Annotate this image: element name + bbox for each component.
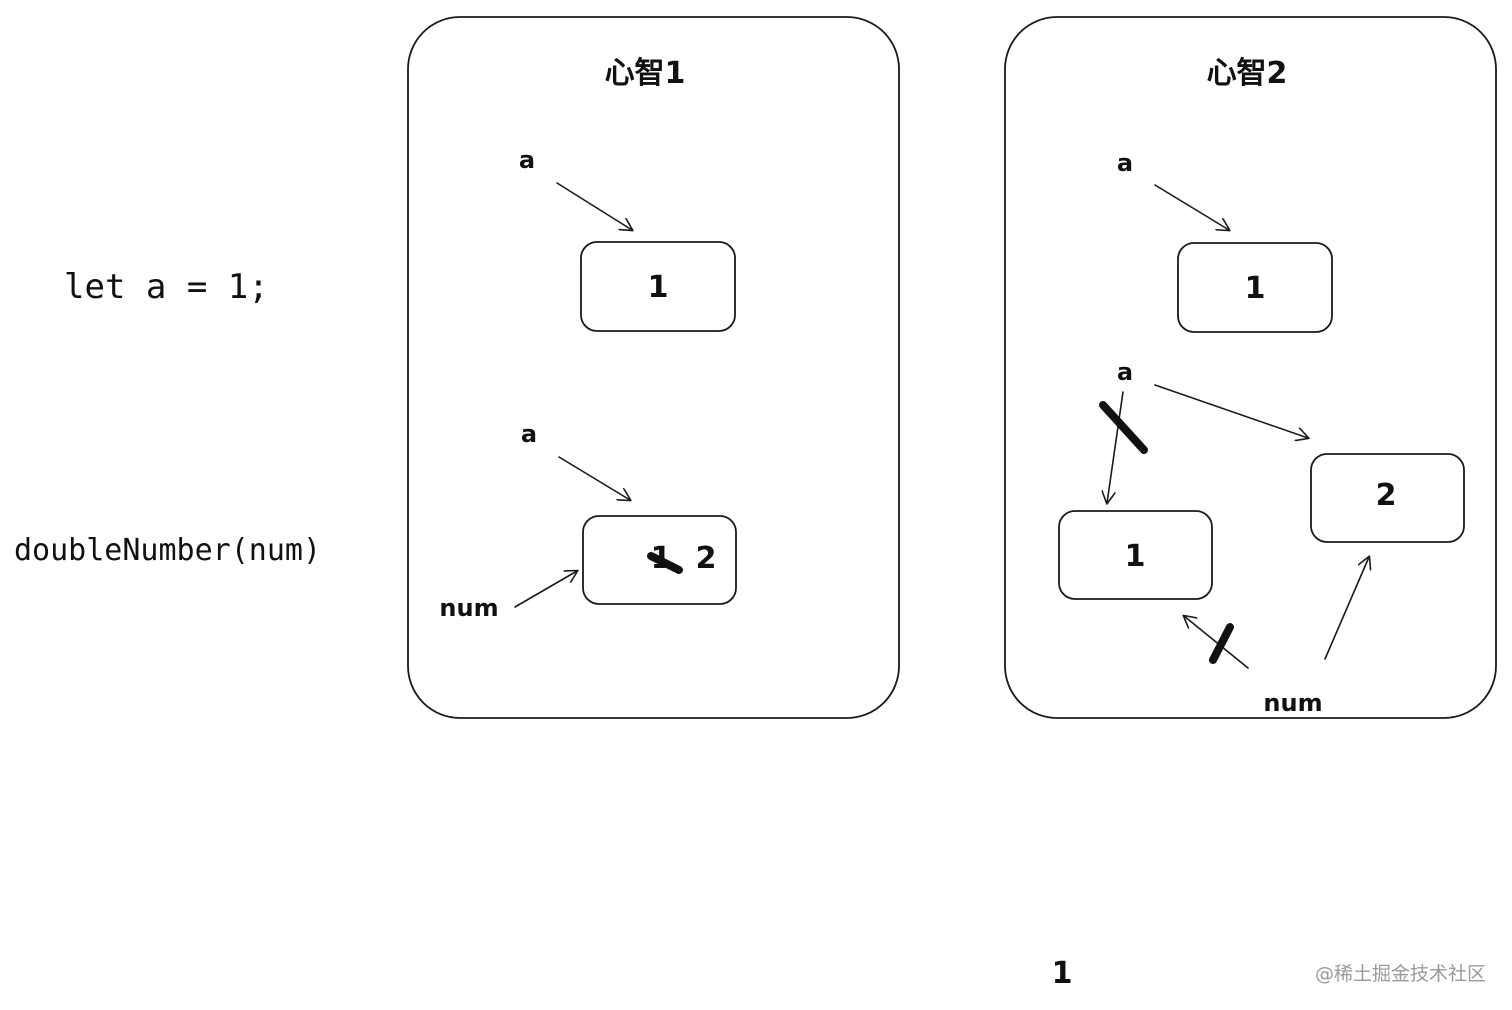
panel-2-arrow-a-to-2 bbox=[1154, 384, 1308, 438]
panel-1-bottom-arrow-num bbox=[514, 571, 577, 608]
panel-2-arrow-num-to-2 bbox=[1324, 557, 1369, 660]
watermark-text: @稀土掘金技术社区 bbox=[1315, 963, 1486, 985]
panel-1-top-box-value: 1 bbox=[648, 270, 669, 305]
panel-1-top-box bbox=[580, 241, 736, 332]
panel-2-top-box bbox=[1177, 242, 1333, 333]
panel-2-title: 心智2 bbox=[1207, 56, 1288, 91]
panel-1-bottom-arrow-a bbox=[558, 456, 630, 500]
panel-2-arrow-a-to-1 bbox=[1107, 391, 1124, 503]
panel-2-right-box-value: 2 bbox=[1376, 478, 1397, 513]
panel-1-bottom-var-label: a bbox=[521, 420, 537, 448]
panel-mind-1: 心智1 a 1 a 1 2 num bbox=[407, 16, 900, 719]
panel-1-bottom-new-value: 2 bbox=[696, 541, 717, 576]
panel-2-top-arrow bbox=[1154, 184, 1229, 230]
panel-2-top-var-label: a bbox=[1117, 149, 1133, 177]
panel-2-cross-a-to-1 bbox=[1099, 401, 1148, 454]
panel-2-right-box bbox=[1310, 453, 1465, 543]
panel-mind-2: 心智2 a 1 a 1 2 num bbox=[1004, 16, 1497, 719]
panel-2-frame bbox=[1004, 16, 1497, 719]
code-line-call: doubleNumber(num) bbox=[14, 533, 321, 568]
panel-1-frame bbox=[407, 16, 900, 719]
panel-2-param-label: num bbox=[1263, 689, 1322, 717]
page-number: 1 bbox=[1052, 956, 1073, 991]
panel-2-bottom-var-label: a bbox=[1117, 358, 1133, 386]
panel-2-left-box bbox=[1058, 510, 1213, 600]
panel-1-bottom-box bbox=[582, 515, 737, 605]
code-line-let: let a = 1; bbox=[64, 267, 269, 307]
panel-2-top-box-value: 1 bbox=[1245, 271, 1266, 306]
panel-2-cross-num-to-1 bbox=[1209, 623, 1234, 664]
panel-1-top-arrow bbox=[556, 182, 632, 230]
panel-1-top-var-label: a bbox=[519, 146, 535, 174]
panel-1-title: 心智1 bbox=[605, 56, 686, 91]
panel-1-strikethrough-mark bbox=[647, 552, 683, 574]
panel-1-param-label: num bbox=[439, 594, 498, 622]
panel-2-left-box-value: 1 bbox=[1125, 539, 1146, 574]
panel-2-arrow-num-to-1 bbox=[1184, 616, 1249, 669]
